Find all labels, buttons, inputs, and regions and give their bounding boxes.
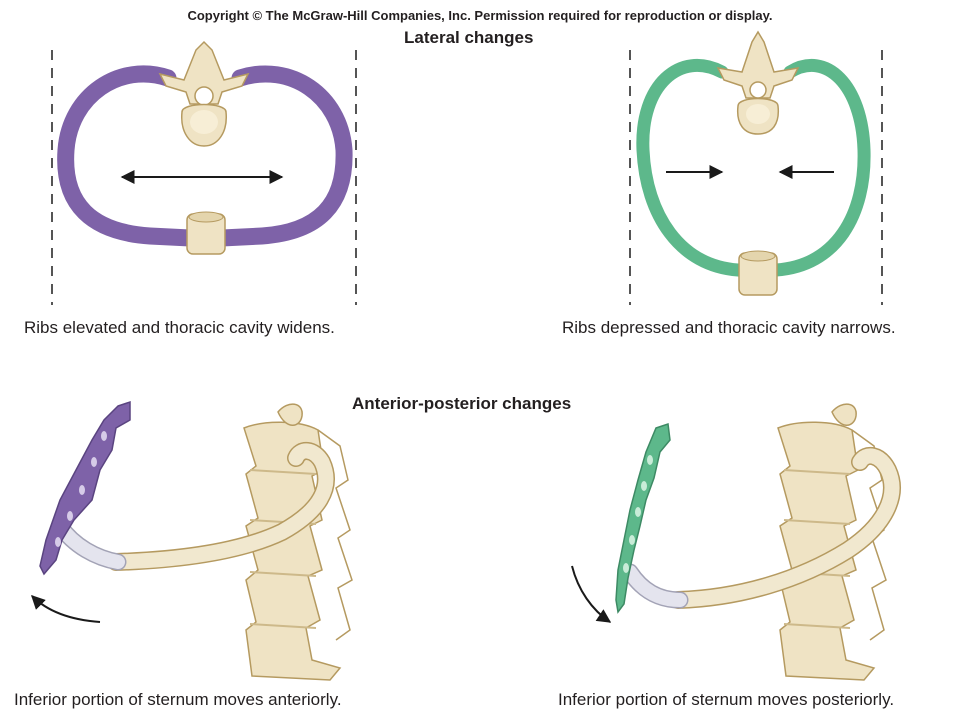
vertebra-icon xyxy=(716,30,800,135)
bottom-right-panel xyxy=(571,403,901,681)
anterior-posterior-changes-title: Anterior-posterior changes xyxy=(352,394,572,413)
sternum-icon xyxy=(186,211,226,255)
rib xyxy=(108,443,334,570)
elevated-sternum xyxy=(39,400,131,576)
top-left-caption: Ribs elevated and thoracic cavity widens… xyxy=(24,318,335,337)
lateral-changes-title: Lateral changes xyxy=(404,28,534,47)
anterior-motion-arrow-icon xyxy=(31,595,101,623)
top-left-panel xyxy=(51,40,357,305)
bottom-right-caption: Inferior portion of sternum moves poster… xyxy=(558,690,895,709)
sternum-icon xyxy=(738,250,778,296)
top-right-caption: Ribs depressed and thoracic cavity narro… xyxy=(562,318,896,337)
posterior-motion-arrow-icon xyxy=(571,565,612,623)
costal-cartilage xyxy=(53,519,125,569)
top-right-panel xyxy=(629,30,883,305)
costal-cartilage xyxy=(623,565,687,607)
copyright-notice: Copyright © The McGraw-Hill Companies, I… xyxy=(187,8,773,23)
rib xyxy=(670,448,900,608)
spine-icon xyxy=(777,403,887,681)
vertebra-icon xyxy=(158,40,250,147)
spine-icon xyxy=(243,403,353,681)
depressed-sternum xyxy=(615,422,671,614)
bottom-left-caption: Inferior portion of sternum moves anteri… xyxy=(14,690,342,709)
bottom-left-panel xyxy=(31,400,353,681)
